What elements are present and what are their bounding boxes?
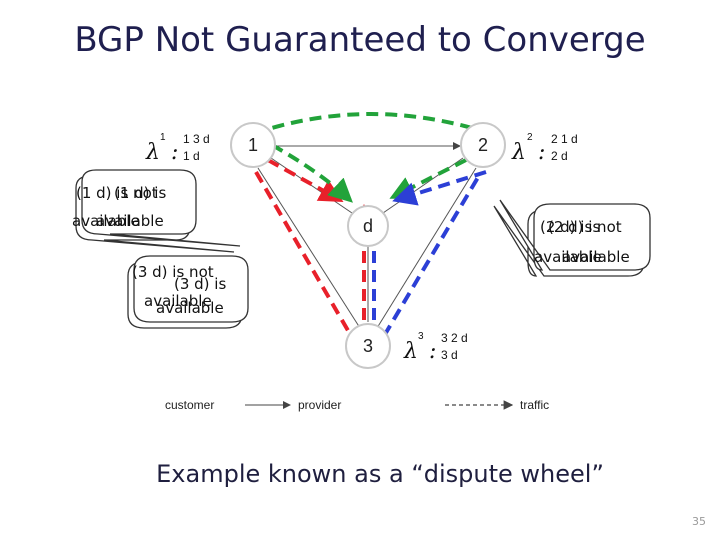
bubble-3-back-line1: (3 d) is not bbox=[132, 263, 214, 281]
svg-text:λ: λ bbox=[145, 140, 160, 165]
legend: customer provider traffic bbox=[165, 398, 549, 412]
slide-title: BGP Not Guaranteed to Converge bbox=[74, 20, 646, 60]
bubble-3-front-line1: (3 d) is bbox=[174, 275, 226, 293]
svg-text:1: 1 bbox=[160, 132, 166, 143]
svg-text:1 3 d: 1 3 d bbox=[183, 132, 210, 146]
svg-text:1 d: 1 d bbox=[183, 149, 200, 163]
legend-customer: customer bbox=[165, 398, 214, 412]
preference-list-1: λ 1 : 1 3 d 1 d bbox=[145, 132, 210, 165]
svg-text:2 d: 2 d bbox=[551, 149, 568, 163]
node-d-label: d bbox=[363, 216, 373, 236]
node-1-label: 1 bbox=[248, 135, 258, 155]
bubble-3-front-line2: available bbox=[156, 299, 224, 317]
bubble-1-front-line1: (1 d) is bbox=[114, 184, 166, 202]
page-number: 35 bbox=[692, 515, 706, 528]
node-3-label: 3 bbox=[363, 336, 373, 356]
bubble-2-front-line1: (2 d) is bbox=[548, 218, 600, 236]
bubble-2-back-line2: available bbox=[534, 248, 602, 266]
svg-text:2: 2 bbox=[527, 132, 533, 143]
svg-text:3 d: 3 d bbox=[441, 348, 458, 362]
svg-text::: : bbox=[429, 339, 436, 364]
caption: Example known as a “dispute wheel” bbox=[156, 460, 604, 488]
traffic-path-3-2-d-over bbox=[392, 170, 487, 206]
node-1: 1 bbox=[230, 122, 276, 168]
speech-bubble-3: (3 d) is not available (3 d) is availabl… bbox=[127, 255, 249, 329]
bubble-1-front-line2: available bbox=[96, 212, 164, 230]
node-d: d bbox=[347, 205, 389, 247]
bubble-1-back-line1: (1 d) is not bbox=[76, 184, 158, 202]
traffic-path-3-2-d bbox=[382, 172, 482, 338]
bubble-3-back-line2: available bbox=[144, 292, 212, 310]
bubble-2-back-line1: (2 d) is not bbox=[540, 218, 622, 236]
edge-1-3 bbox=[257, 167, 361, 329]
speech-bubble-2: (2 d) is not available (2 d) is availabl… bbox=[493, 199, 651, 277]
legend-traffic: traffic bbox=[520, 398, 549, 412]
svg-text:3: 3 bbox=[418, 331, 424, 342]
traffic-path-1-3-d bbox=[254, 170, 352, 336]
bubble-1-back-line2: available bbox=[72, 212, 140, 230]
svg-text:λ: λ bbox=[511, 140, 526, 165]
edge-1-d bbox=[270, 157, 353, 214]
traffic-path-2-1-d bbox=[271, 112, 473, 130]
svg-text:λ: λ bbox=[403, 339, 418, 364]
speech-bubble-1: (1 d) is not available (1 d) is availabl… bbox=[72, 169, 241, 253]
node-2-label: 2 bbox=[478, 135, 488, 155]
svg-text:2 1 d: 2 1 d bbox=[551, 132, 578, 146]
node-2: 2 bbox=[460, 122, 506, 168]
bubble-2-front-line2: available bbox=[562, 248, 630, 266]
preference-list-3: λ 3 : 3 2 d 3 d bbox=[403, 331, 468, 364]
edge-2-d bbox=[382, 157, 464, 214]
edge-2-3 bbox=[376, 167, 477, 329]
svg-text::: : bbox=[171, 140, 178, 165]
preference-list-2: λ 2 : 2 1 d 2 d bbox=[511, 132, 578, 165]
node-3: 3 bbox=[345, 323, 391, 369]
svg-text::: : bbox=[538, 140, 545, 165]
svg-text:3 2 d: 3 2 d bbox=[441, 331, 468, 345]
traffic-path-2-1-d-down bbox=[271, 143, 353, 203]
legend-provider: provider bbox=[298, 398, 341, 412]
